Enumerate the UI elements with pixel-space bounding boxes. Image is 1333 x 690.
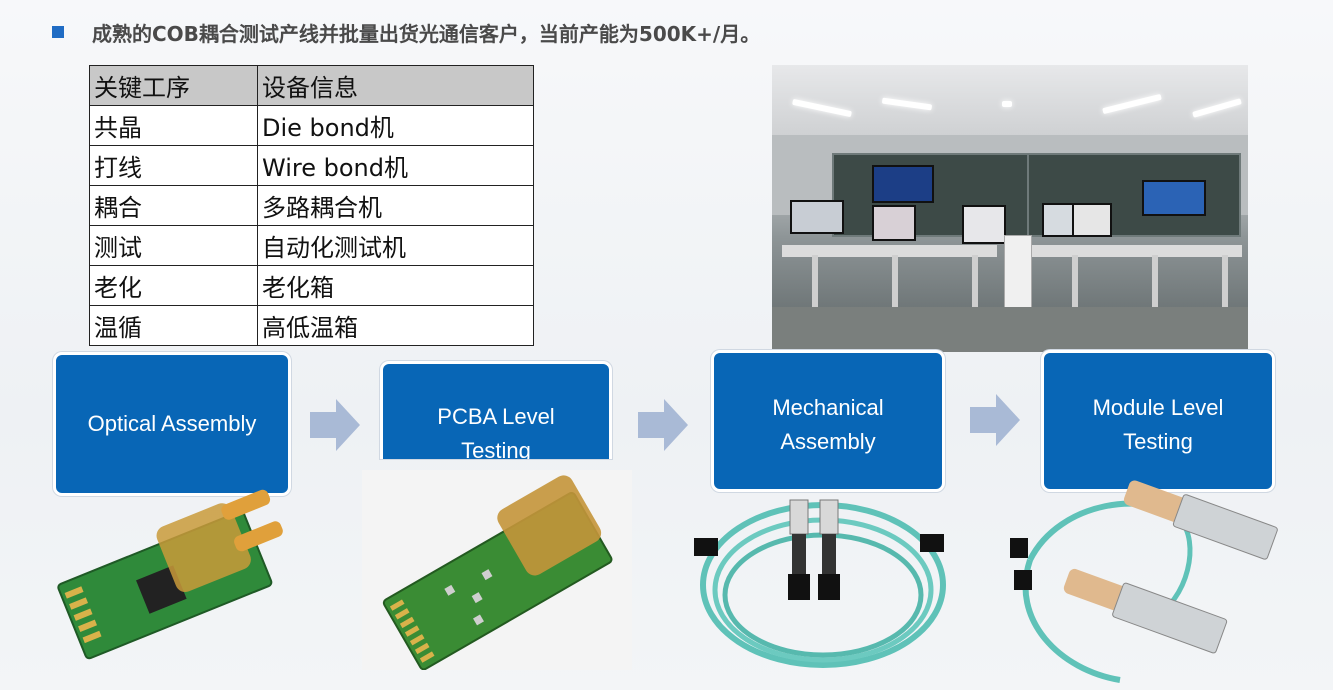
table-row: 共晶 Die bond机	[89, 105, 534, 146]
table-cell-equipment: 老化箱	[257, 265, 534, 306]
table-header-row: 关键工序 设备信息	[89, 65, 534, 106]
table-cell-process: 测试	[89, 225, 258, 266]
step-pcba-level-testing: PCBA Level Testing	[380, 361, 612, 459]
step-label: PCBA Level Testing	[437, 404, 555, 459]
table-cell-equipment: 多路耦合机	[257, 185, 534, 226]
step-label: Optical Assembly	[87, 411, 257, 436]
step-optical-assembly: Optical Assembly	[53, 352, 291, 496]
production-line-photo	[772, 65, 1248, 352]
table-row: 老化 老化箱	[89, 265, 534, 306]
table-cell-equipment: Die bond机	[257, 105, 534, 146]
step-label: Mechanical Assembly	[772, 395, 884, 454]
step-module-level-testing: Module Level Testing	[1041, 350, 1275, 492]
process-equipment-table: 关键工序 设备信息 共晶 Die bond机 打线 Wire bond机 耦合 …	[89, 65, 534, 346]
table-cell-process: 老化	[89, 265, 258, 306]
table-cell-equipment: 高低温箱	[257, 305, 534, 346]
table-cell-equipment: 自动化测试机	[257, 225, 534, 266]
table-row: 温循 高低温箱	[89, 305, 534, 346]
table-cell-process: 打线	[89, 145, 258, 186]
header-bullet-icon	[52, 26, 64, 38]
step-mechanical-assembly: Mechanical Assembly	[711, 350, 945, 492]
table-row: 耦合 多路耦合机	[89, 185, 534, 226]
column-header-process: 关键工序	[89, 65, 258, 106]
table-row: 测试 自动化测试机	[89, 225, 534, 266]
table-cell-process: 共晶	[89, 105, 258, 146]
pcba-product-image	[362, 470, 632, 670]
optical-module-product-image	[1000, 480, 1290, 690]
step-label: Module Level Testing	[1092, 395, 1224, 454]
optical-assembly-product-image	[40, 470, 310, 670]
table-cell-equipment: Wire bond机	[257, 145, 534, 186]
active-optical-cable-product-image	[688, 490, 958, 690]
page-title: 成熟的COB耦合测试产线并批量出货光通信客户，当前产能为500K+/月。	[92, 22, 761, 46]
table-row: 打线 Wire bond机	[89, 145, 534, 186]
column-header-equipment: 设备信息	[257, 65, 534, 106]
table-cell-process: 温循	[89, 305, 258, 346]
table-cell-process: 耦合	[89, 185, 258, 226]
